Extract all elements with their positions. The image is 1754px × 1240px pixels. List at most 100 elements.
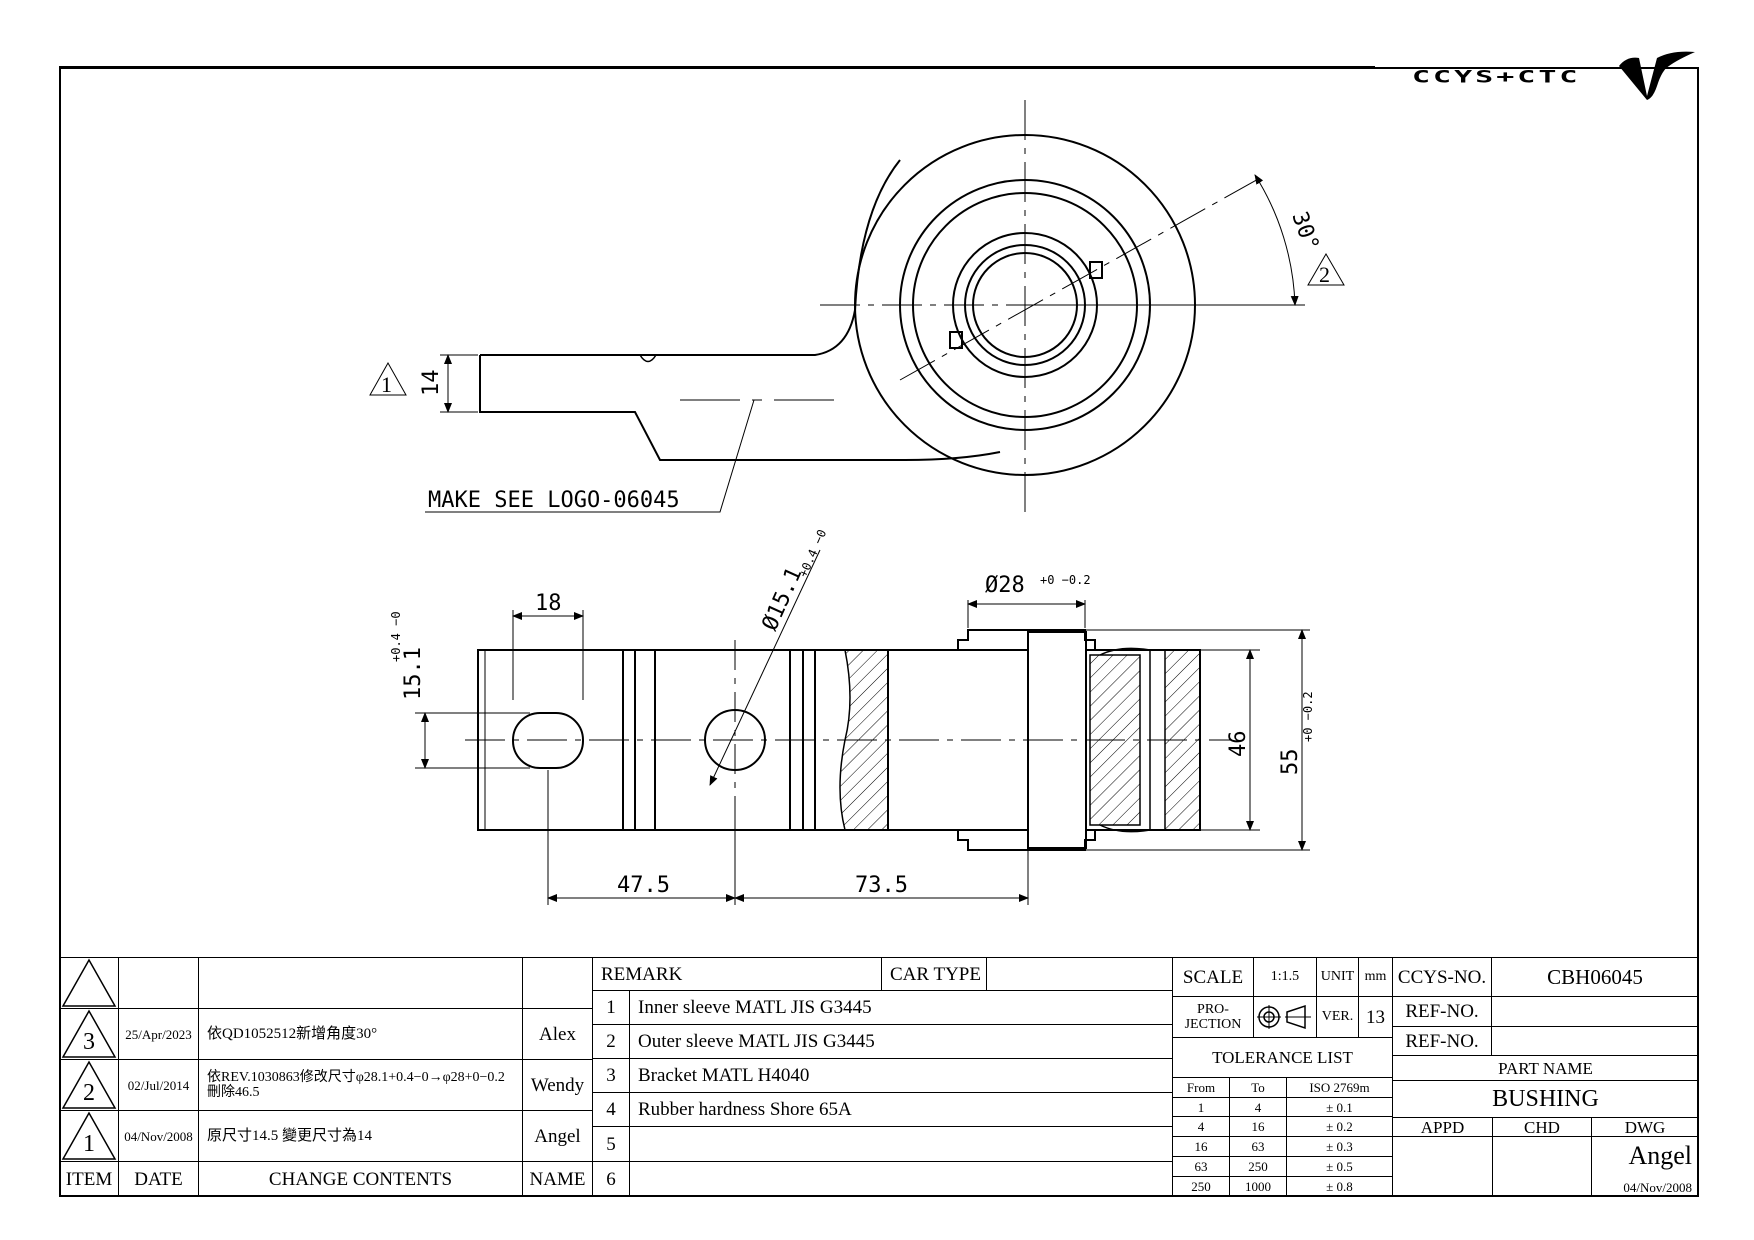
rev-item-2: 2	[59, 1059, 119, 1111]
tol-value: ± 0.5	[1286, 1156, 1393, 1177]
remark-no: 2	[592, 1024, 630, 1059]
rev-name: Angel	[522, 1110, 593, 1162]
appd-value	[1392, 1136, 1493, 1197]
tol-value: ± 0.1	[1286, 1097, 1393, 1117]
remark-no: 5	[592, 1126, 630, 1162]
rev-date: 25/Apr/2023	[118, 1008, 199, 1060]
ver-label: VER.	[1316, 996, 1359, 1038]
rev-content: 依REV.1030863修改尺寸φ28.1+0.4−0→φ28+0−0.2 刪除…	[198, 1059, 523, 1111]
dwg-value: Angel 04/Nov/2008	[1591, 1136, 1699, 1197]
tolerance-title: TOLERANCE LIST	[1172, 1037, 1393, 1078]
dim-15-1-tol: +0.4 −0	[389, 611, 403, 662]
rev-item-number: 2	[83, 1080, 95, 1106]
rev-name: Wendy	[522, 1059, 593, 1111]
rev-date: 02/Jul/2014	[118, 1059, 199, 1111]
rev-mark-1: 1	[381, 372, 392, 397]
remark-no: 1	[592, 990, 630, 1025]
tol-header-to: To	[1229, 1077, 1287, 1098]
remark-text: Inner sleeve MATL JIS G3445	[629, 990, 1173, 1025]
logo-mark-icon	[1619, 51, 1695, 100]
drawn-date: 04/Nov/2008	[1623, 1180, 1692, 1195]
company-logo: CCYS+CTC	[1412, 46, 1695, 104]
dwg-label: DWG	[1591, 1117, 1699, 1137]
ref-no-label: REF-NO.	[1392, 1026, 1492, 1056]
ref-no-value	[1491, 1026, 1699, 1056]
dim-18: 18	[535, 591, 562, 616]
remark-no: 6	[592, 1161, 630, 1197]
rev-content: 原尺寸14.5 變更尺寸為14	[198, 1110, 523, 1162]
rev-blank-name	[522, 957, 593, 1009]
unit-label: UNIT	[1316, 957, 1359, 997]
car-type-value	[986, 957, 1173, 991]
tol-from: 1	[1172, 1097, 1230, 1117]
dim-46: 46	[1226, 731, 1251, 758]
tol-from: 4	[1172, 1116, 1230, 1137]
top-view	[369, 100, 1345, 515]
ver-value: 13	[1358, 996, 1393, 1038]
dim-55-tol: +0 −0.2	[1301, 691, 1315, 742]
rev-item-number: 1	[83, 1131, 95, 1157]
remark-text: Outer sleeve MATL JIS G3445	[629, 1024, 1173, 1059]
rev-item-1: 1	[59, 1110, 119, 1162]
dim-14: 14	[419, 370, 444, 397]
part-name-value: BUSHING	[1392, 1080, 1699, 1118]
chd-label: CHD	[1492, 1117, 1592, 1137]
scale-value: 1:1.5	[1253, 957, 1317, 997]
rev-name: Alex	[522, 1008, 593, 1060]
ccys-no-value: CBH06045	[1491, 957, 1699, 997]
remark-text	[629, 1161, 1173, 1197]
unit-value: mm	[1358, 957, 1393, 997]
dim-73-5: 73.5	[855, 873, 908, 898]
header-contents: CHANGE CONTENTS	[198, 1161, 523, 1197]
remark-text: Rubber hardness Shore 65A	[629, 1092, 1173, 1127]
header-date: DATE	[118, 1161, 199, 1197]
projection-symbol	[1253, 996, 1317, 1038]
appd-label: APPD	[1392, 1117, 1493, 1137]
tol-header-from: From	[1172, 1077, 1230, 1098]
remark-no: 3	[592, 1058, 630, 1093]
title-block: 3 25/Apr/2023 依QD1052512新增角度30° Alex 2 0…	[59, 957, 1699, 1197]
remark-no: 4	[592, 1092, 630, 1127]
side-view	[415, 549, 1310, 905]
dim-sleeve: Ø28	[985, 573, 1025, 598]
dim-sleeve-tol: +0 −0.2	[1040, 573, 1091, 587]
ref-no-value	[1491, 996, 1699, 1027]
rev-blank-content	[198, 957, 523, 1009]
rev-date: 04/Nov/2008	[118, 1110, 199, 1162]
tol-from: 16	[1172, 1136, 1230, 1157]
scale-label: SCALE	[1172, 957, 1254, 997]
triangle-icon	[61, 958, 117, 1007]
header-name: NAME	[522, 1161, 593, 1197]
remark-text: Bracket MATL H4040	[629, 1058, 1173, 1093]
tol-to: 16	[1229, 1116, 1287, 1137]
remark-header: REMARK	[592, 957, 882, 991]
ccys-no-label: CCYS-NO.	[1392, 957, 1492, 997]
rev-item-number: 3	[83, 1029, 95, 1055]
rev-mark-2: 2	[1319, 262, 1330, 287]
dim-47-5: 47.5	[617, 873, 670, 898]
tol-to: 250	[1229, 1156, 1287, 1177]
rev-blank-date	[118, 957, 199, 1009]
header-item: ITEM	[59, 1161, 119, 1197]
rev-item-3: 3	[59, 1008, 119, 1060]
logo-note: MAKE SEE LOGO-06045	[428, 488, 680, 513]
tol-value: ± 0.3	[1286, 1136, 1393, 1157]
triangle-icon	[61, 1111, 117, 1160]
car-type-label: CAR TYPE	[881, 957, 987, 991]
rev-blank-tri	[59, 957, 119, 1009]
triangle-icon	[61, 1009, 117, 1058]
triangle-icon	[61, 1060, 117, 1109]
tol-from: 250	[1172, 1176, 1230, 1197]
tol-value: ± 0.8	[1286, 1176, 1393, 1197]
drawn-by: Angel	[1628, 1141, 1692, 1170]
dim-15-1: 15.1	[401, 647, 426, 700]
rev-content: 依QD1052512新增角度30°	[198, 1008, 523, 1060]
tol-value: ± 0.2	[1286, 1116, 1393, 1137]
dim-55: 55	[1278, 749, 1303, 776]
projection-label: PRO- JECTION	[1172, 996, 1254, 1038]
ref-no-label: REF-NO.	[1392, 996, 1492, 1027]
third-angle-projection-icon	[1257, 1004, 1311, 1030]
logo-text: CCYS+CTC	[1412, 67, 1581, 88]
tol-header-iso: ISO 2769m	[1286, 1077, 1393, 1098]
